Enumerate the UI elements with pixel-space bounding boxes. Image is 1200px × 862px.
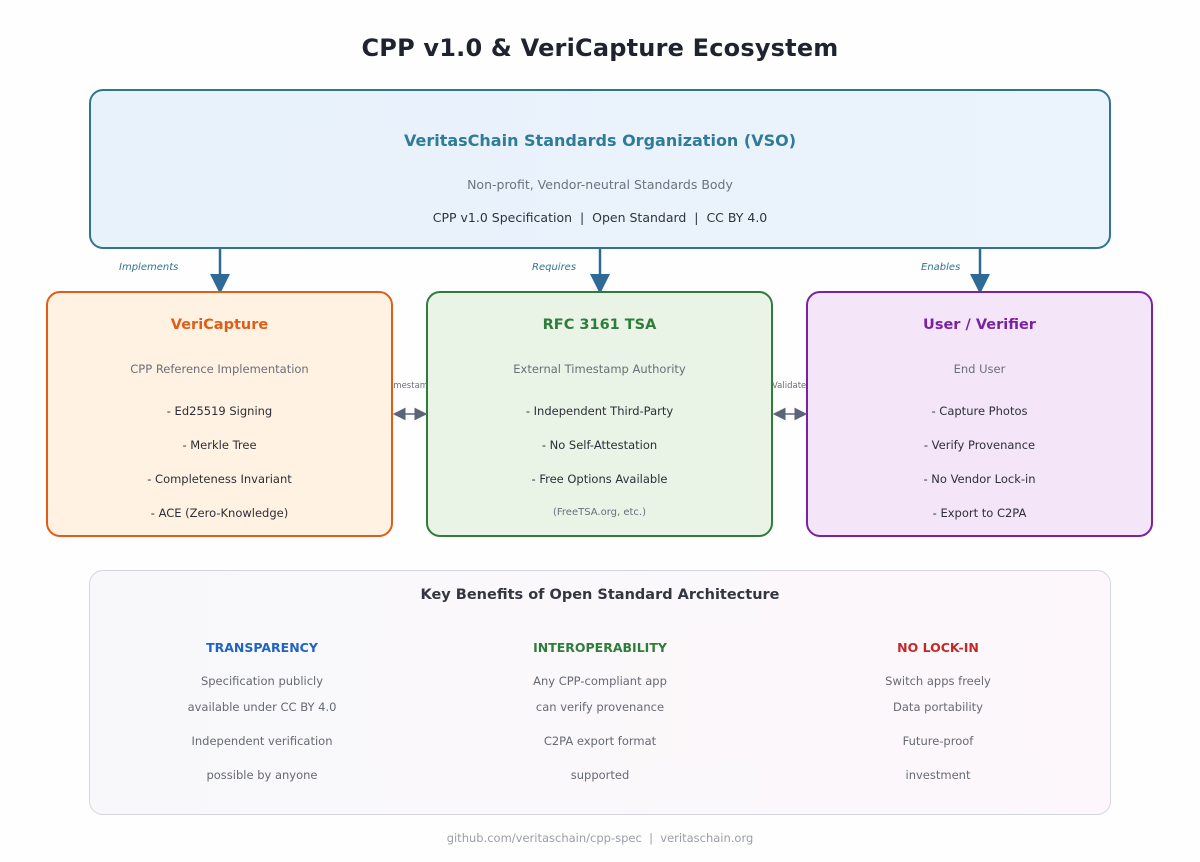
user-verifier-card: User / Verifier End User - Capture Photo…: [806, 291, 1153, 537]
benefit-heading: NO LOCK-IN: [897, 640, 979, 655]
tsa-title: RFC 3161 TSA: [542, 317, 657, 333]
benefit-line: Any CPP-compliant app: [533, 674, 667, 688]
label-timestamp: Timestamp: [386, 381, 434, 391]
benefit-heading: INTEROPERABILITY: [533, 640, 667, 655]
tsa-item: - Independent Third-Party: [525, 404, 674, 418]
benefit-heading: TRANSPARENCY: [206, 640, 318, 655]
user-verifier-item: - Export to C2PA: [932, 506, 1027, 520]
diagram-title: CPP v1.0 & VeriCapture Ecosystem: [361, 34, 839, 62]
vericapture-item: - Completeness Invariant: [147, 472, 292, 486]
footer-links: github.com/veritaschain/cpp-spec | verit…: [446, 831, 754, 845]
label-implements: Implements: [119, 262, 179, 273]
benefit-column-no-lock-in: NO LOCK-IN Switch apps freely Data porta…: [788, 571, 1088, 814]
vericapture-item: - ACE (Zero-Knowledge): [150, 506, 289, 520]
benefit-line: C2PA export format: [543, 734, 657, 748]
vso-subtitle: Non-profit, Vendor-neutral Standards Bod…: [467, 177, 733, 192]
vericapture-title: VeriCapture: [170, 317, 269, 333]
benefit-column-transparency: TRANSPARENCY Specification publicly avai…: [112, 571, 412, 814]
benefit-line: available under CC BY 4.0: [187, 700, 337, 714]
benefit-line: Data portability: [893, 700, 983, 714]
tsa-card: RFC 3161 TSA External Timestamp Authorit…: [426, 291, 773, 537]
benefits-title: Key Benefits of Open Standard Architectu…: [420, 587, 780, 603]
tsa-item: - Free Options Available: [531, 472, 668, 486]
user-verifier-item: - Capture Photos: [931, 404, 1028, 418]
label-validate: Validate: [772, 381, 807, 391]
benefit-line: supported: [570, 768, 630, 782]
user-verifier-item: - No Vendor Lock-in: [923, 472, 1036, 486]
benefit-line: Specification publicly: [200, 674, 324, 688]
vericapture-item: - Ed25519 Signing: [166, 404, 273, 418]
benefit-line: investment: [905, 768, 971, 782]
vso-box: VeritasChain Standards Organization (VSO…: [89, 89, 1111, 249]
benefit-line: can verify provenance: [535, 700, 665, 714]
label-requires: Requires: [532, 262, 577, 273]
tsa-note: (FreeTSA.org, etc.): [552, 507, 647, 518]
vericapture-item: - Merkle Tree: [182, 438, 257, 452]
benefit-line: Future-proof: [902, 734, 974, 748]
benefit-line: Switch apps freely: [885, 674, 991, 688]
benefit-line: Independent verification: [191, 734, 333, 748]
vso-title: VeritasChain Standards Organization (VSO…: [403, 131, 797, 150]
tsa-item: - No Self-Attestation: [541, 438, 658, 452]
user-verifier-item: - Verify Provenance: [923, 438, 1036, 452]
benefit-line: possible by anyone: [206, 768, 318, 782]
vericapture-subtitle: CPP Reference Implementation: [130, 362, 309, 376]
user-verifier-title: User / Verifier: [923, 317, 1036, 333]
vericapture-card: VeriCapture CPP Reference Implementation…: [46, 291, 393, 537]
vso-spec-line: CPP v1.0 Specification | Open Standard |…: [432, 210, 768, 225]
benefit-column-interoperability: INTEROPERABILITY Any CPP-compliant app c…: [450, 571, 750, 814]
user-verifier-subtitle: End User: [953, 362, 1006, 376]
benefits-panel: Key Benefits of Open Standard Architectu…: [89, 570, 1111, 815]
label-enables: Enables: [921, 262, 961, 273]
tsa-subtitle: External Timestamp Authority: [513, 362, 686, 376]
